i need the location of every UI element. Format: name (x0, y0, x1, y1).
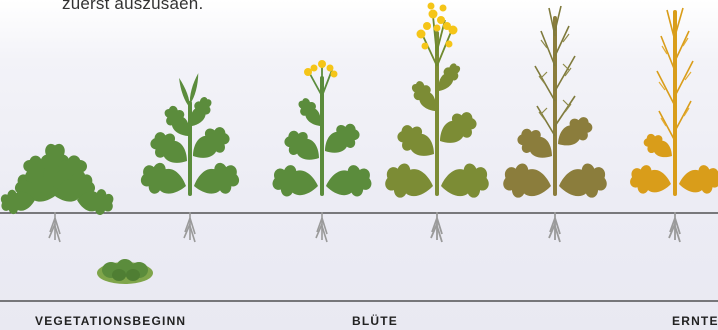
plant-bud (271, 60, 374, 242)
stage-label-vegetationsbeginn: VEGETATIONSBEGINN (35, 314, 186, 328)
plant-pod-ripening (501, 6, 609, 242)
stage-label-ernte: ERNTE (672, 314, 718, 328)
plant-full-bloom (383, 3, 491, 243)
stage-label-bluete: BLÜTE (352, 314, 398, 328)
seedling (97, 259, 153, 284)
plant-stem-elongation (138, 73, 242, 242)
plant-rosette (0, 144, 114, 242)
plant-harvest (628, 8, 718, 242)
